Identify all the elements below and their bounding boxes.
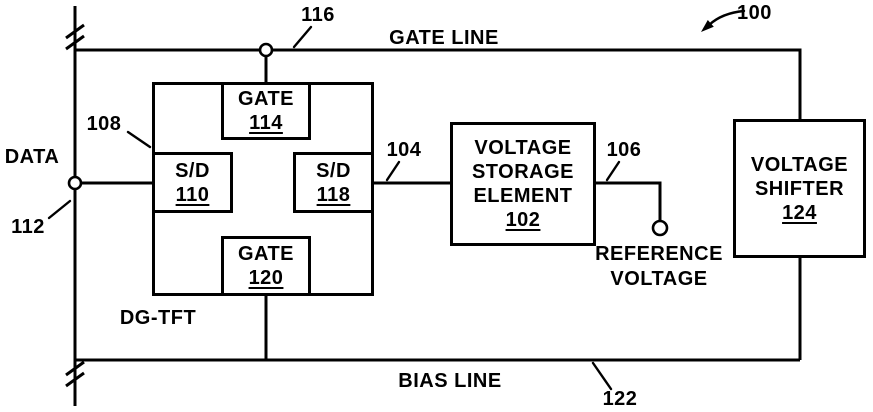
- gate-junction-node: [258, 42, 274, 58]
- reference-voltage-line1: REFERENCE: [595, 243, 723, 265]
- ref-112: 112: [11, 216, 45, 238]
- gate-bottom-label: GATE: [237, 243, 295, 265]
- leader-104: [385, 160, 401, 182]
- voltage-storage-element-box: VOLTAGE STORAGE ELEMENT 102: [450, 122, 596, 246]
- leader-112: [47, 199, 72, 220]
- sd-left-ref: 110: [175, 183, 210, 206]
- break-mark-top-2: [65, 34, 85, 51]
- voltage-shifter-box: VOLTAGE SHIFTER 124: [733, 119, 866, 258]
- gate-top-box: GATE 114: [221, 82, 311, 140]
- sd-right-ref: 118: [316, 183, 351, 206]
- reference-voltage-label: REFERENCE VOLTAGE: [589, 242, 729, 292]
- ref-122: 122: [602, 388, 638, 410]
- leader-108: [126, 130, 152, 149]
- gate-line-wire: [75, 48, 802, 119]
- reference-terminal-node: [651, 219, 669, 237]
- reference-wire-106: [596, 181, 662, 221]
- storage-label-line2: STORAGE: [471, 161, 575, 183]
- leader-106: [605, 160, 621, 182]
- bias-line-label: BIAS LINE: [398, 370, 502, 392]
- storage-label-line3: ELEMENT: [473, 185, 573, 207]
- data-line-label: DATA: [4, 146, 60, 168]
- shifter-ref: 124: [782, 201, 817, 224]
- figure-arrow-100: [707, 9, 746, 27]
- storage-ref: 102: [505, 209, 541, 231]
- ref-100: 100: [737, 2, 772, 24]
- sd-right-box: S/D 118: [293, 152, 374, 213]
- break-mark-top-1: [65, 23, 85, 40]
- break-mark-bottom-2: [65, 371, 85, 388]
- break-mark-bottom-1: [65, 360, 85, 377]
- leader-116: [292, 25, 313, 49]
- ref-104: 104: [386, 139, 422, 161]
- gate-bottom-ref: 120: [248, 267, 284, 289]
- data-junction-node: [67, 175, 83, 191]
- figure-arrowhead-100: [701, 20, 714, 32]
- reference-voltage-line2: VOLTAGE: [610, 268, 708, 290]
- sd-right-label: S/D: [316, 159, 351, 182]
- gate-top-label: GATE: [237, 88, 295, 110]
- gate-top-ref: 114: [249, 112, 283, 134]
- ref-108: 108: [86, 113, 122, 135]
- sd-left-label: S/D: [175, 159, 210, 182]
- storage-label-line1: VOLTAGE: [474, 137, 572, 159]
- shifter-label-line2: SHIFTER: [754, 177, 845, 200]
- dgtft-label: DG-TFT: [119, 307, 197, 329]
- shifter-label-line1: VOLTAGE: [750, 153, 849, 176]
- gate-line-label: GATE LINE: [389, 27, 499, 49]
- gate-bottom-box: GATE 120: [221, 236, 311, 296]
- ref-116: 116: [301, 4, 335, 26]
- sd-left-box: S/D 110: [152, 152, 233, 213]
- ref-106: 106: [606, 139, 642, 161]
- leader-122: [591, 361, 613, 391]
